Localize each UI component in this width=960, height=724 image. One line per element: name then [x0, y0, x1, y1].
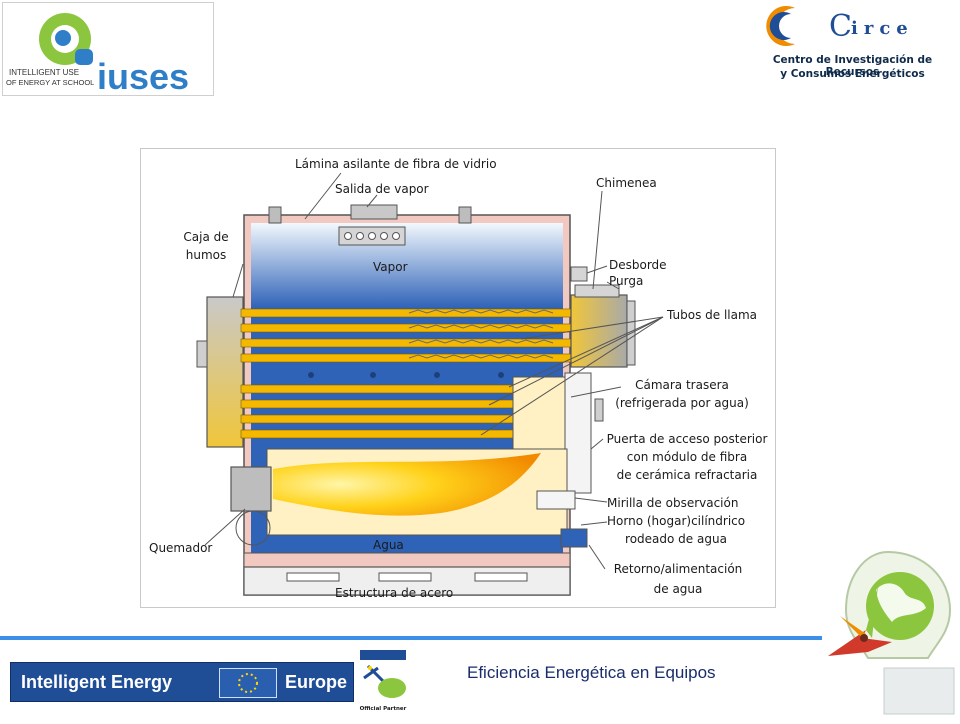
footer-title: Eficiencia Energética en Equipos	[467, 663, 716, 682]
label-steam-outlet: Salida de vapor	[335, 182, 429, 196]
circe-wordmark: irce	[851, 18, 914, 39]
label-sight-glass: Mirilla de observación	[607, 496, 739, 510]
energy-bulb-icon	[818, 546, 960, 720]
iuses-tagline-1: INTELLIGENT USE	[9, 68, 79, 77]
circe-subtitle-2: y Consumos Energéticos	[780, 68, 925, 80]
label-rear-door-1: Puerta de acceso posterior	[606, 432, 768, 446]
label-insulation: Lámina asilante de fibra de vidrio	[295, 157, 497, 171]
banner-left-text: Intelligent Energy	[21, 672, 173, 692]
label-flame-tubes: Tubos de llama	[667, 308, 758, 322]
label-rear-door-3: de cerámica refractaria	[616, 468, 758, 482]
label-return-1: Retorno/alimentación	[613, 562, 743, 576]
circe-subtitle-1: Centro de Investigación de Recursos	[772, 54, 933, 78]
banner-right-text: Europe	[285, 672, 348, 692]
label-overflow: Desborde	[609, 258, 667, 272]
boiler-diagram: Lámina asilante de fibra de vidrio Salid…	[140, 148, 776, 608]
label-vapor: Vapor	[373, 260, 408, 274]
iuses-wordmark: iuses	[97, 56, 189, 95]
partner-logo-icon	[360, 650, 406, 698]
label-rear-chamber-2: (refrigerada por agua)	[615, 396, 749, 410]
label-water: Agua	[373, 538, 404, 552]
partner-caption: Official Partner	[359, 706, 407, 712]
label-furnace-1: Horno (hogar)cilíndrico	[607, 514, 746, 528]
circe-logo-mark: C irce	[766, 6, 914, 46]
label-furnace-2: rodeado de agua	[625, 532, 727, 546]
boiler-drawing	[196, 172, 664, 596]
eu-flag-icon	[219, 668, 277, 698]
intelligent-energy-europe-banner: Intelligent Energy Europe	[10, 662, 354, 702]
footer-divider	[0, 636, 822, 640]
label-smoke-box-2: humos	[185, 248, 227, 262]
label-return-2: de agua	[653, 582, 703, 596]
label-smoke-box-1: Caja de	[183, 230, 229, 244]
label-chimney: Chimenea	[596, 176, 657, 190]
label-purge: Purga	[609, 274, 644, 288]
svg-text:C: C	[829, 9, 852, 44]
iuses-logo-mark: INTELLIGENT USE OF ENERGY AT SCHOOL iuse…	[6, 13, 189, 97]
official-partner-badge: Official Partner	[358, 648, 408, 712]
label-structure: Estructura de acero	[335, 586, 454, 600]
label-burner: Quemador	[149, 541, 213, 555]
label-rear-chamber-1: Cámara trasera	[635, 378, 729, 392]
circe-logo: C irce Centro de Investigación de Recurs…	[745, 2, 960, 92]
label-rear-door-2: con módulo de fibra	[626, 450, 748, 464]
iuses-logo: INTELLIGENT USE OF ENERGY AT SCHOOL iuse…	[2, 2, 214, 97]
iuses-tagline-2: OF ENERGY AT SCHOOL	[6, 78, 94, 87]
